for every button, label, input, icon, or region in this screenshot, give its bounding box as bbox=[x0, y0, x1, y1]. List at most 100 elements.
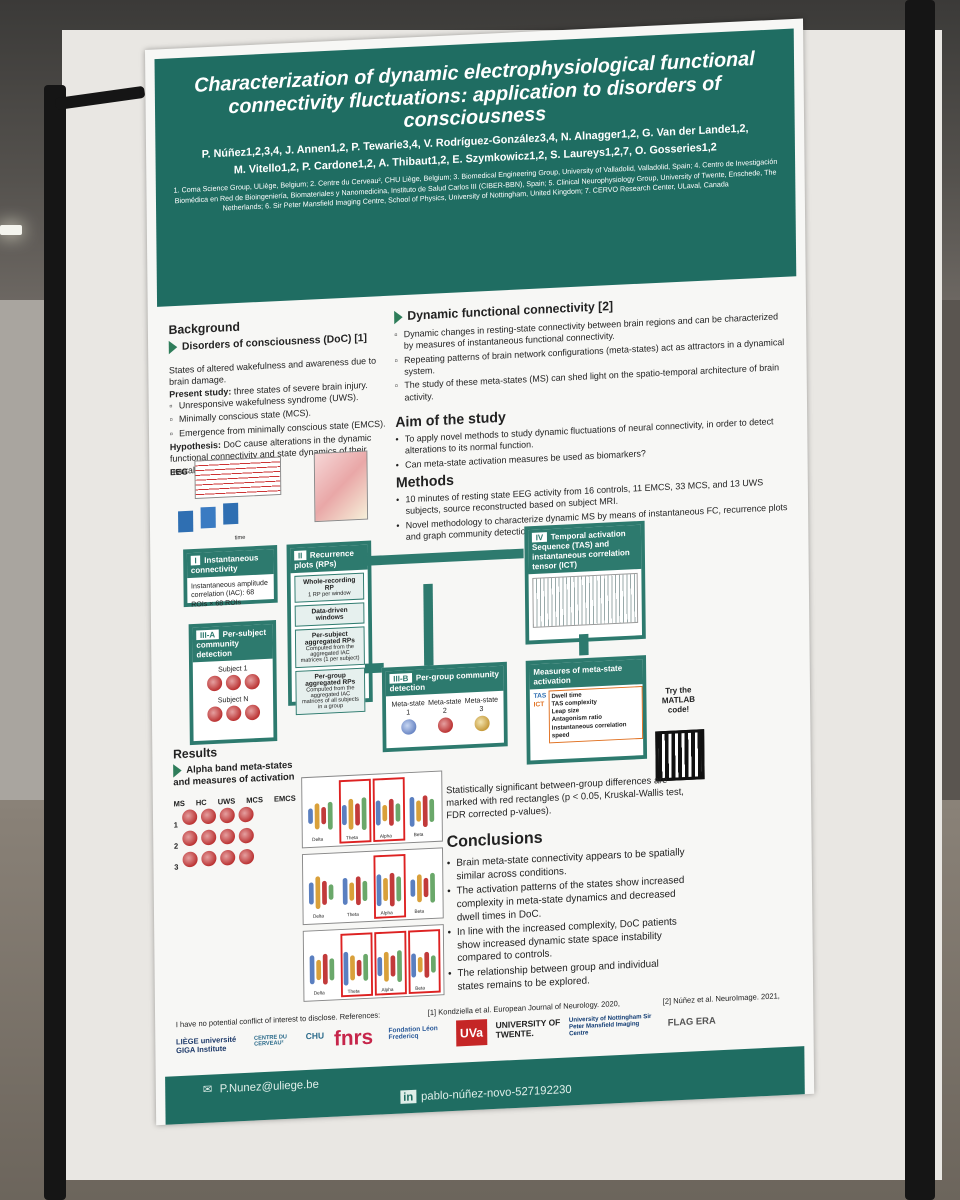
violin-mark bbox=[416, 800, 422, 822]
violin-mark bbox=[422, 794, 428, 827]
violin-mark bbox=[308, 808, 313, 825]
violin-mark bbox=[322, 953, 328, 985]
iac-matrix bbox=[200, 506, 216, 529]
brain-map bbox=[200, 808, 216, 825]
brain-map bbox=[238, 827, 254, 844]
measures-body: TAS ICT Dwell time TAS complexity Leap s… bbox=[530, 684, 644, 744]
band-label: Delta bbox=[313, 990, 325, 997]
violin-mark bbox=[327, 801, 333, 830]
results-heading: Results bbox=[172, 744, 218, 762]
conclusions-heading: Conclusions bbox=[446, 828, 543, 851]
violin-mark bbox=[429, 798, 435, 823]
significance-box bbox=[338, 778, 372, 844]
brain-map bbox=[182, 851, 198, 868]
brain-map bbox=[219, 807, 235, 824]
significance-box bbox=[372, 777, 406, 843]
grid-row-label: 1 bbox=[173, 820, 178, 830]
measures-list: Dwell time TAS complexity Leap size Anta… bbox=[548, 686, 644, 744]
brain-map bbox=[238, 806, 254, 823]
violin-mark bbox=[355, 876, 361, 906]
box-iiib-body: Meta-state 1 Meta-state 2 Meta-state 3 bbox=[386, 691, 504, 744]
box-iiia-body: Subject 1 Subject N bbox=[193, 659, 274, 731]
brain-map bbox=[206, 675, 222, 692]
subject-1-label: Subject 1 bbox=[218, 663, 248, 674]
rp-label: Whole-recording RP bbox=[303, 576, 356, 592]
flow-arrow bbox=[579, 633, 589, 656]
violin-mark bbox=[362, 880, 368, 901]
meta-state-1: Meta-state 1 bbox=[390, 698, 427, 739]
box-i-title: Instantaneous connectivity bbox=[190, 552, 259, 576]
flow-arrow bbox=[363, 548, 524, 566]
violin-mark bbox=[321, 880, 327, 905]
ceiling-light bbox=[0, 225, 22, 235]
significance-box bbox=[408, 929, 441, 995]
background-heading: Background bbox=[168, 319, 240, 338]
fnrs-logo: fnrs bbox=[333, 1024, 374, 1051]
rp-sub: 1 RP per window bbox=[308, 590, 351, 599]
grid-col: EMCS bbox=[273, 793, 296, 804]
time-label: time bbox=[234, 535, 246, 542]
results-subheading: Alpha band meta-states and measures of a… bbox=[173, 758, 295, 788]
research-poster: Characterization of dynamic electrophysi… bbox=[145, 18, 815, 1126]
violin-mark bbox=[316, 959, 322, 980]
significance-box bbox=[340, 932, 374, 998]
linkedin-icon: in bbox=[400, 1089, 417, 1104]
eeg-label: EEG bbox=[170, 466, 189, 478]
aim-heading: Aim of the study bbox=[395, 409, 506, 431]
footer-linkedin[interactable]: pablo-núñez-novo-527192230 bbox=[421, 1082, 572, 1103]
brain-map bbox=[437, 716, 453, 734]
hyp-label: Hypothesis: bbox=[169, 440, 222, 454]
violin-mark bbox=[321, 806, 327, 825]
box-i-number: I bbox=[190, 555, 201, 566]
violin-mark bbox=[308, 881, 314, 905]
brain-map bbox=[201, 850, 217, 867]
brain-map bbox=[219, 849, 236, 866]
meta-state-3-label: Meta-state 3 bbox=[464, 694, 499, 714]
brain-map bbox=[181, 830, 198, 847]
doc-subheading-text: Disorders of consciousness (DoC) [1] bbox=[181, 332, 368, 353]
significance-box bbox=[374, 930, 407, 996]
meta-state-2-label: Meta-state 2 bbox=[428, 696, 462, 716]
violin-mark bbox=[349, 881, 355, 901]
results-subheading-text: Alpha band meta-states and measures of a… bbox=[173, 760, 295, 789]
brain-map bbox=[400, 718, 416, 735]
box-i-text: Instantaneous amplitude correlation (IAC… bbox=[190, 578, 268, 609]
violin-mark bbox=[314, 802, 320, 829]
box-ii-number: II bbox=[294, 550, 307, 561]
violin-mark bbox=[328, 884, 334, 900]
board-pole-left bbox=[44, 85, 66, 1200]
tas-plot bbox=[532, 572, 639, 628]
brain-map bbox=[219, 828, 235, 845]
meta-state-3: Meta-state 3 bbox=[463, 695, 500, 736]
triangle-icon bbox=[394, 310, 403, 324]
brain-map bbox=[244, 674, 260, 691]
band-label: Delta bbox=[312, 913, 324, 920]
conclusions-body: Brain meta-state connectivity appears to… bbox=[447, 846, 688, 996]
iac-matrix bbox=[178, 510, 194, 533]
uva-logo: UVa bbox=[456, 1019, 487, 1047]
footer-email[interactable]: P.Nunez@uliege.be bbox=[219, 1077, 319, 1096]
recurrence-preview bbox=[313, 450, 369, 523]
cerveau-logo: CENTRE DU CERVEAU² bbox=[254, 1034, 287, 1048]
board-pole-right bbox=[905, 0, 935, 1200]
grid-row: 3 bbox=[174, 845, 296, 872]
violin-mark bbox=[342, 877, 348, 905]
rp-sub: Computed from the aggregated IAC matrice… bbox=[301, 685, 360, 711]
violin-mark bbox=[416, 873, 422, 902]
statistics-note: Statistically significant between-group … bbox=[446, 775, 684, 822]
violin-mark bbox=[315, 876, 321, 910]
twente-logo: UNIVERSITY OF TWENTE. bbox=[495, 1017, 561, 1040]
reference-2: [2] Núñez et al. NeuroImage. 2021, bbox=[662, 991, 780, 1006]
